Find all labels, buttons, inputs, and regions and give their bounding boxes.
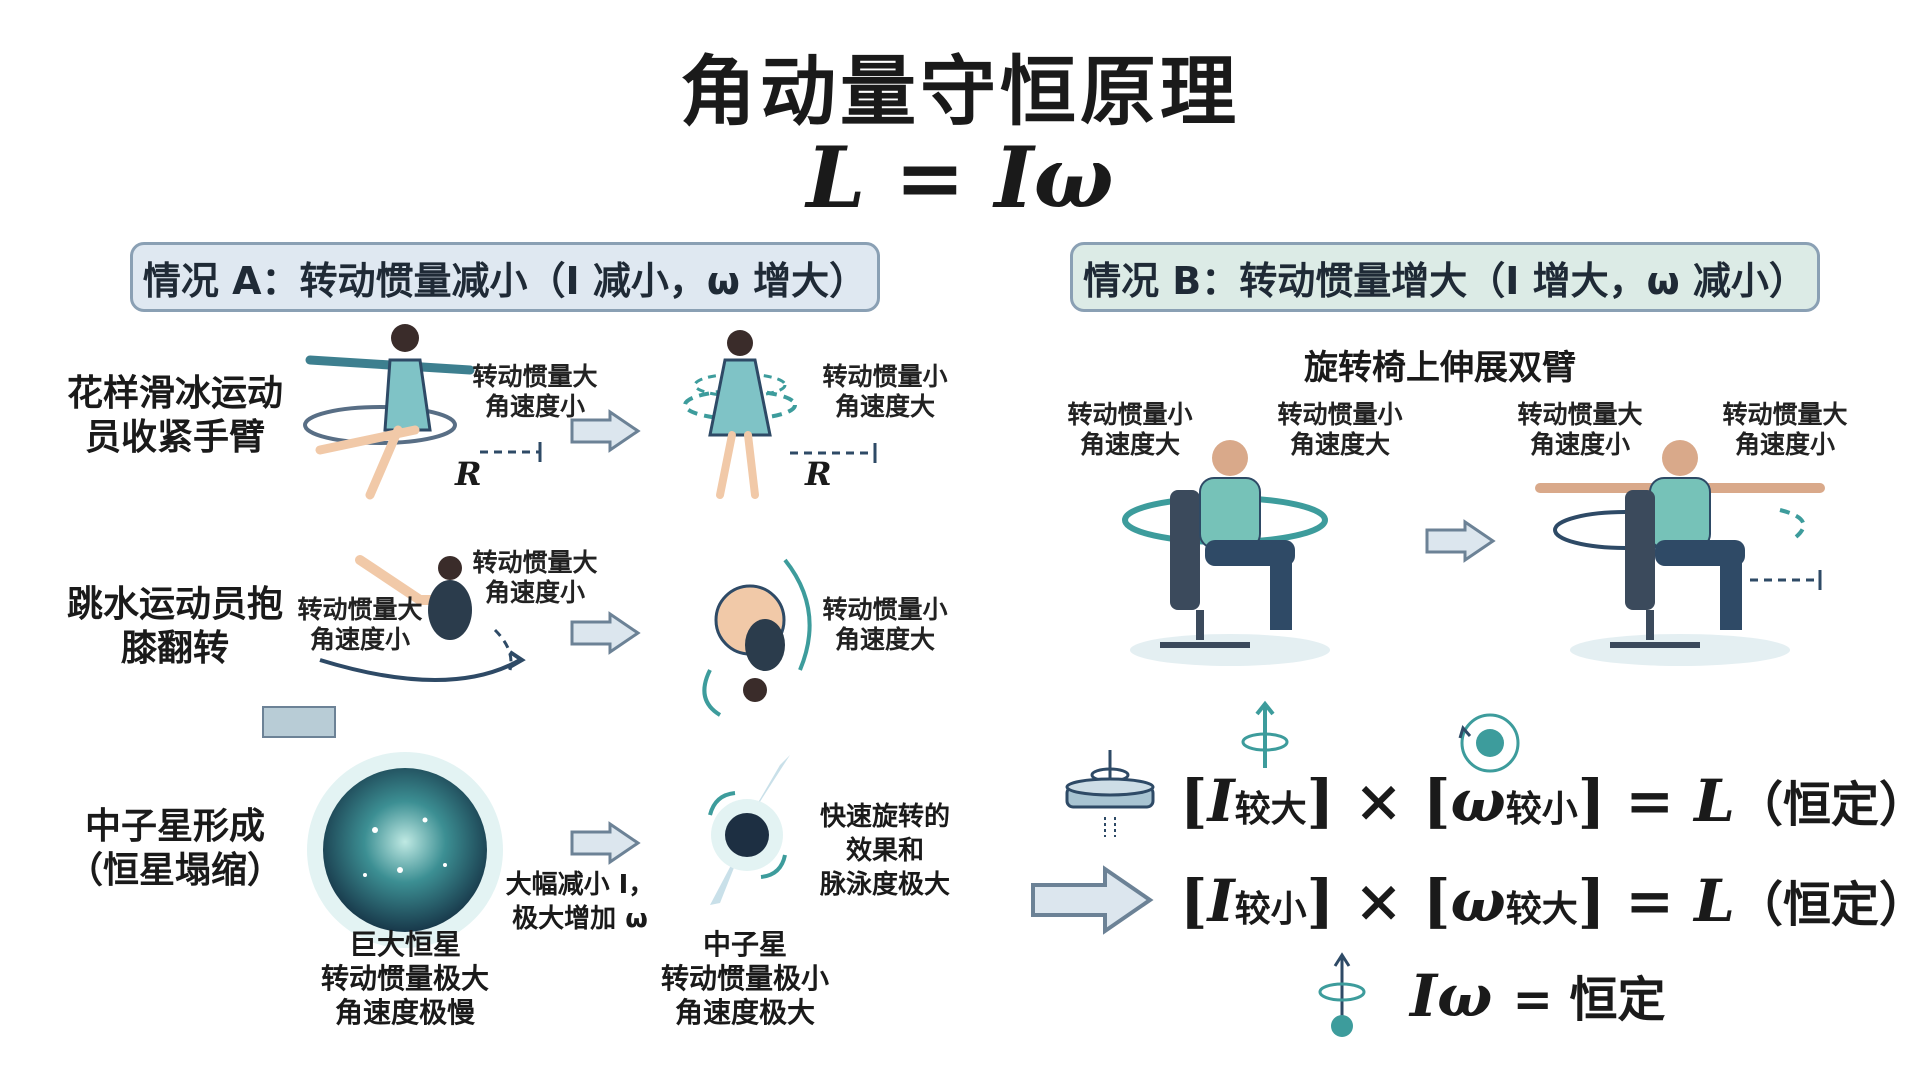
rotation-axis-icon <box>1241 700 1289 768</box>
big-arrow-right-icon <box>1031 865 1154 935</box>
axis-ball-icon <box>1318 952 1366 1037</box>
equation-2: [I较小] × [ω较大] = L（恒定） <box>1180 865 1920 935</box>
neutron-arrow-note: 大幅减小 I， 极大增加 ω <box>505 870 655 934</box>
diver-note-c: 转动惯量小 角速度大 <box>822 595 948 654</box>
eq2-w-sub: 较大 <box>1505 889 1578 930</box>
diver-label: 跳水运动员抱膝翻转 <box>66 584 283 669</box>
eq1-paren: （恒定） <box>1734 777 1920 833</box>
arrow-right-icon <box>570 611 641 655</box>
chair-person-tucked-figure <box>1122 440 1330 666</box>
eq3-lhs: Iω <box>1410 962 1493 1030</box>
eq2-rhs: = L <box>1625 867 1735 935</box>
chair-person-extended-figure <box>1535 440 1825 666</box>
eq3-rhs: = 恒定 <box>1512 972 1666 1028</box>
diver-extended-figure <box>319 555 526 682</box>
arrow-right-icon <box>570 821 641 865</box>
disk-icon <box>1065 750 1155 837</box>
eq1-w-sub: 较小 <box>1505 789 1578 830</box>
giant-star-icon <box>307 752 503 948</box>
neutron-effect-note: 快速旋转的 效果和 脉泳度极大 <box>819 802 950 900</box>
page-title: 角动量守恒原理 <box>680 47 1240 136</box>
eq2-paren: （恒定） <box>1734 877 1920 933</box>
chair-note-1: 转动惯量小 角速度大 <box>1067 400 1193 459</box>
giant-star-caption: 巨大恒星 转动惯量极大 角速度极慢 <box>320 928 489 1029</box>
case-b-banner: 情况 B：转动惯量增大（I 增大，ω 减小） <box>1070 242 1820 312</box>
eq1-rhs: = L <box>1625 767 1735 835</box>
chair-note-4: 转动惯量大 角速度小 <box>1722 400 1848 459</box>
skater-extended-figure <box>303 324 542 500</box>
chair-note-2: 转动惯量小 角速度大 <box>1277 400 1403 459</box>
skater-radius-label-2: R <box>805 455 832 493</box>
equation-1: [I较大] × [ω较小] = L（恒定） <box>1180 765 1920 835</box>
neutron-label: 中子星形成（恒星塌缩） <box>66 806 283 891</box>
neutron-star-caption: 中子星 转动惯量极小 角速度极大 <box>660 928 829 1029</box>
spinning-ball-icon <box>1458 713 1520 773</box>
skater-left-note: 转动惯量大 角速度小 <box>472 362 598 421</box>
diver-note-a: 转动惯量大 角速度小 <box>297 595 423 654</box>
eq1-i-sub: 较大 <box>1234 789 1307 830</box>
skater-radius-label-1: R <box>455 455 482 493</box>
chair-title: 旋转椅上伸展双臂 <box>1304 348 1576 388</box>
equation-3: Iω = 恒定 <box>1410 960 1666 1030</box>
arrow-right-icon <box>570 409 641 453</box>
skater-tucked-figure <box>683 330 877 499</box>
chair-note-3: 转动惯量大 角速度小 <box>1517 400 1643 459</box>
skater-right-note: 转动惯量小 角速度大 <box>822 362 948 421</box>
neutron-star-icon <box>708 755 790 905</box>
case-a-banner: 情况 A：转动惯量减小（I 减小，ω 增大） <box>130 242 880 312</box>
eq2-i-sub: 较小 <box>1234 889 1307 930</box>
skater-label: 花样滑冰运动员收紧手臂 <box>66 373 283 458</box>
decorative-block <box>262 706 336 738</box>
main-formula: L = Iω <box>806 128 1114 227</box>
arrow-right-icon <box>1425 519 1496 563</box>
diver-tucked-figure <box>702 558 812 717</box>
diver-note-b: 转动惯量大 角速度小 <box>472 548 598 607</box>
